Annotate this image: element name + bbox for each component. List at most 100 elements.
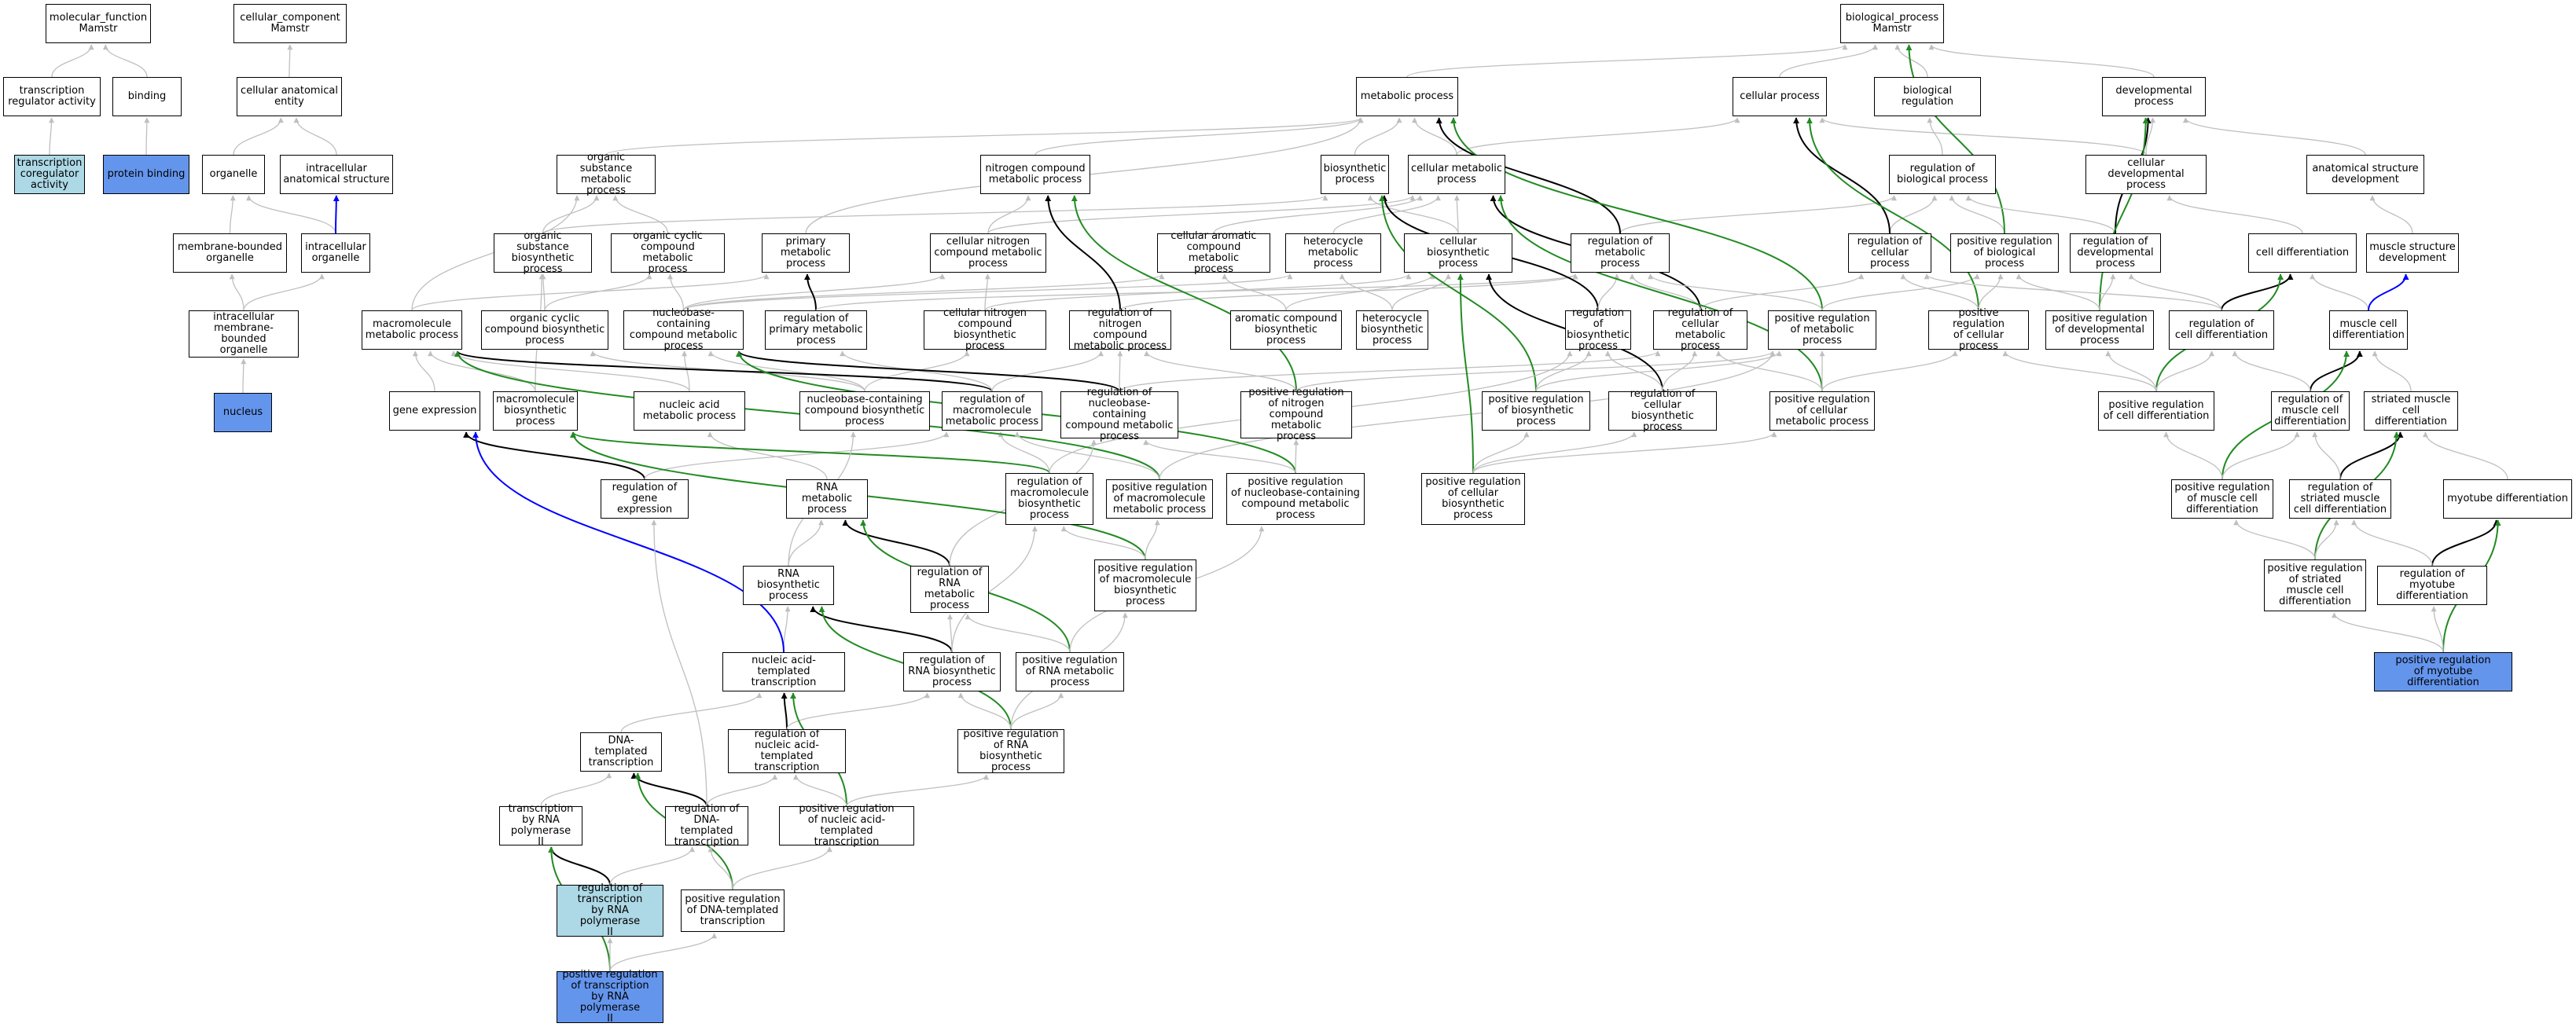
go-term-posregmyod[interactable]: positive regulation of myotube different… [2374,652,2512,691]
go-term-posregcbp[interactable]: positive regulation of cellular biosynth… [1421,473,1525,525]
go-term-regpmp[interactable]: regulation of primary metabolic process [765,310,867,350]
go-term-posregbiosyn[interactable]: positive regulation of biosynthetic proc… [1482,391,1590,431]
go-term-smcd[interactable]: striated muscle cell differentiation [2364,391,2458,431]
go-term-regbp[interactable]: regulation of biological process [1889,155,1996,194]
go-term-msd[interactable]: muscle structure development [2366,233,2459,273]
go-term-posregtbp2[interactable]: positive regulation of transcription by … [557,970,663,1025]
go-term-cae[interactable]: cellular anatomical entity [237,77,342,116]
go-term-bioreg[interactable]: biological regulation [1874,77,1981,116]
go-term-regnatt[interactable]: regulation of nucleic acid-templated tra… [728,729,846,773]
edge-cbp-to-biosyn [1367,195,1459,234]
go-term-regmcd[interactable]: regulation of muscle cell differentiatio… [2271,391,2350,431]
go-term-metab[interactable]: metabolic process [1356,77,1458,116]
go-term-osbp[interactable]: organic substance biosynthetic process [494,231,592,275]
go-term-hmp[interactable]: heterocycle metabolic process [1285,233,1381,273]
go-term-tbp2[interactable]: transcription by RNA polymerase II [499,804,582,848]
go-term-asd[interactable]: anatomical structure development [2306,155,2424,194]
go-term-occbp[interactable]: organic cyclic compound biosynthetic pro… [481,310,608,350]
go-term-regcp[interactable]: regulation of cellular process [1848,233,1931,273]
go-term-nbcbp[interactable]: nucleobase-containing compound biosynthe… [799,391,930,431]
go-term-regcmp[interactable]: regulation of cellular metabolic process [1653,308,1747,352]
go-term-dev[interactable]: developmental process [2102,77,2206,116]
edge-nbcmp-to-occmp [667,273,685,311]
go-term-mbo[interactable]: membrane-bounded organelle [173,233,287,273]
go-term-posregbp[interactable]: positive regulation of biological proces… [1950,233,2059,273]
go-term-regcbp[interactable]: regulation of cellular biosynthetic proc… [1608,389,1717,433]
go-term-binding[interactable]: binding [112,77,182,116]
go-term-myod[interactable]: myotube differentiation [2443,479,2572,519]
go-term-pmp[interactable]: primary metabolic process [762,233,850,273]
go-term-cmp[interactable]: cellular metabolic process [1408,155,1505,194]
go-term-posregncmp[interactable]: positive regulation of nitrogen compound… [1240,387,1352,442]
go-term-regdtt[interactable]: regulation of DNA-templated transcriptio… [665,804,748,848]
go-term-cacmp[interactable]: cellular aromatic compound metabolic pro… [1157,231,1270,275]
go-term-regcd[interactable]: regulation of cell differentiation [2169,310,2274,350]
go-term-posregmcd[interactable]: positive regulation of muscle cell diffe… [2171,479,2273,519]
go-term-posregcmp[interactable]: positive regulation of cellular metaboli… [1769,391,1875,431]
go-term-acbp[interactable]: aromatic compound biosynthetic process [1230,310,1342,350]
edge-posregbp-to-bp [1905,44,2005,234]
go-term-posregmbp[interactable]: positive regulation of macromolecule bio… [1094,559,1196,611]
go-term-occmp[interactable]: organic cyclic compound metabolic proces… [611,231,725,275]
go-term-posregmp[interactable]: positive regulation of metabolic process [1768,310,1876,350]
go-term-tca[interactable]: transcription coregulator activity [14,155,85,194]
edge-posregnbcmp-to-regnbcmp [1143,439,1296,474]
go-term-bp[interactable]: biological_process Mamstr [1840,4,1944,43]
go-term-rnamp[interactable]: RNA metabolic process [786,479,868,519]
go-term-nmp[interactable]: nucleic acid metabolic process [634,391,745,431]
go-term-celldiff[interactable]: cell differentiation [2248,233,2357,273]
go-term-regge[interactable]: regulation of gene expression [601,479,689,519]
edge-io-to-organelle [246,195,336,234]
go-term-posregsmcd[interactable]: positive regulation of striated muscle c… [2264,559,2366,611]
go-term-ncmp[interactable]: nitrogen compound metabolic process [980,155,1090,194]
go-term-posregdtt[interactable]: positive regulation of DNA-templated tra… [681,889,785,932]
go-term-cellproc[interactable]: cellular process [1733,77,1827,116]
go-term-posregrnamp[interactable]: positive regulation of RNA metabolic pro… [1016,652,1124,691]
go-term-mcd[interactable]: muscle cell differentiation [2329,310,2408,350]
go-term-cncbp[interactable]: cellular nitrogen compound biosynthetic … [924,308,1046,352]
go-term-posregnatt[interactable]: positive regulation of nucleic acid-temp… [779,804,914,848]
go-term-io[interactable]: intracellular organelle [301,233,370,273]
go-term-nbcmp[interactable]: nucleobase-containing compound metabolic… [623,308,744,352]
go-term-rnabp[interactable]: RNA biosynthetic process [743,566,834,605]
go-term-ge[interactable]: gene expression [389,391,480,431]
go-term-regmbp[interactable]: regulation of macromolecule biosynthetic… [1005,473,1093,525]
go-term-cncmp[interactable]: cellular nitrogen compound metabolic pro… [930,233,1046,273]
go-term-regmmp[interactable]: regulation of macromolecule metabolic pr… [942,391,1042,431]
edge-bioreg-to-bp [1894,44,1928,78]
go-term-pb[interactable]: protein binding [103,155,189,194]
go-term-mbp[interactable]: macromolecule biosynthetic process [493,391,578,431]
go-term-cdp[interactable]: cellular developmental process [2085,155,2207,194]
go-term-cbp[interactable]: cellular biosynthetic process [1404,233,1512,273]
go-term-dtt[interactable]: DNA-templated transcription [580,732,662,772]
go-term-regnbcmp[interactable]: regulation of nucleobase-containing comp… [1060,387,1178,442]
go-term-mf[interactable]: molecular_function Mamstr [46,4,151,43]
go-term-osmp[interactable]: organic substance metabolic process [557,152,656,196]
go-term-regrnamp[interactable]: regulation of RNA metabolic process [910,566,989,613]
go-term-nucleus[interactable]: nucleus [214,393,272,432]
go-term-ias[interactable]: intracellular anatomical structure [280,155,393,194]
go-term-posregcp[interactable]: positive regulation of cellular process [1928,308,2029,352]
go-term-posregcd[interactable]: positive regulation of cell differentiat… [2098,391,2214,431]
go-term-hbp[interactable]: heterocycle biosynthetic process [1356,310,1428,350]
go-term-regbiosyn[interactable]: regulation of biosynthetic process [1565,308,1631,352]
go-term-cc[interactable]: cellular_component Mamstr [233,4,347,43]
go-term-imbo[interactable]: intracellular membrane-bounded organelle [189,310,299,358]
go-term-regrnabp[interactable]: regulation of RNA biosynthetic process [903,652,1001,691]
go-term-regsmcd[interactable]: regulation of striated muscle cell diffe… [2289,479,2391,519]
go-term-posregdp[interactable]: positive regulation of developmental pro… [2045,310,2154,350]
go-term-posregrnabp[interactable]: positive regulation of RNA biosynthetic … [957,729,1064,773]
go-term-regdp[interactable]: regulation of developmental process [2070,233,2161,273]
go-term-regmp[interactable]: regulation of metabolic process [1571,233,1670,273]
go-term-tra[interactable]: transcription regulator activity [3,77,101,116]
go-term-mmp[interactable]: macromolecule metabolic process [362,310,462,350]
go-term-natt[interactable]: nucleic acid-templated transcription [722,652,845,691]
go-term-regncmp[interactable]: regulation of nitrogen compound metaboli… [1069,308,1171,352]
go-term-regtbp2[interactable]: regulation of transcription by RNA polym… [557,883,663,938]
go-term-regmyod[interactable]: regulation of myotube differentiation [2377,566,2487,605]
go-term-organelle[interactable]: organelle [202,155,265,194]
go-term-posregnbcmp[interactable]: positive regulation of nucleobase-contai… [1226,473,1365,525]
edge-nbcbp-to-nbcmp [707,350,865,392]
go-term-posregmmp[interactable]: positive regulation of macromolecule met… [1106,479,1213,519]
go-term-biosyn[interactable]: biosynthetic process [1321,155,1389,194]
